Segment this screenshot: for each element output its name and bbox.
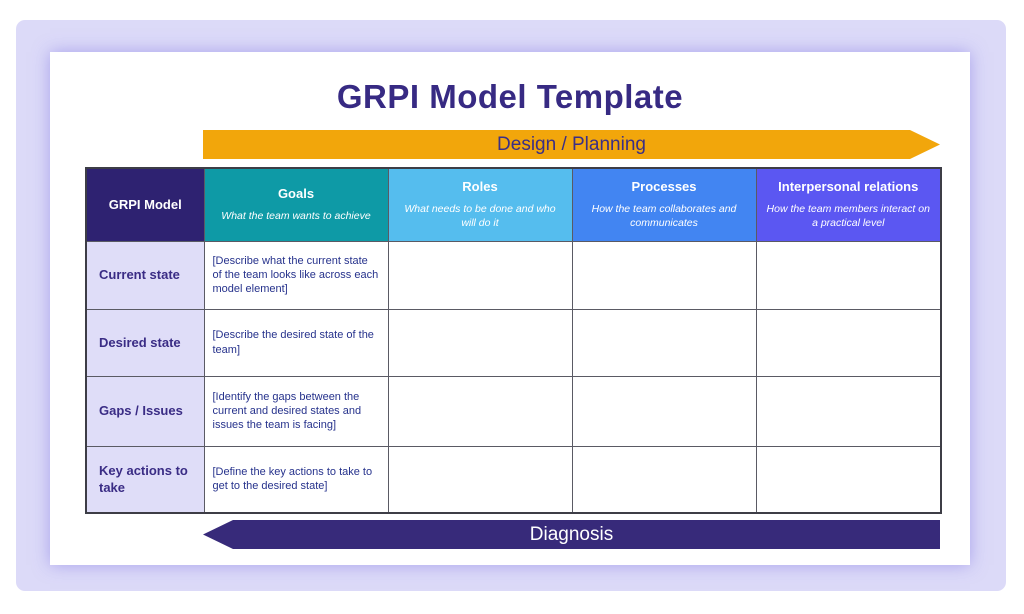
row-label: Desired state [85,308,205,377]
row-label: Key actions to take [85,445,205,514]
roles-cell[interactable] [387,308,573,377]
grpi-table: GRPI Model Goals What the team wants to … [85,167,942,514]
column-header-processes: Processes How the team collaborates and … [571,167,757,242]
interpersonal-cell[interactable] [755,308,942,377]
row-label: Current state [85,240,205,310]
roles-header-label: Roles [462,179,498,195]
processes-cell[interactable] [571,375,757,447]
column-header-roles: Roles What needs to be done and who will… [387,167,573,242]
table-row-desired-state: Desired state [Describe the desired stat… [85,308,942,377]
design-planning-arrow-banner: Design / Planning [203,130,940,159]
design-planning-label: Design / Planning [497,133,646,155]
table-row-current-state: Current state [Describe what the current… [85,240,942,310]
header-row: GRPI Model Goals What the team wants to … [85,167,942,242]
goals-header-subtitle: What the team wants to achieve [221,209,371,222]
goals-header-label: Goals [277,185,315,201]
roles-cell[interactable] [387,240,573,310]
roles-header-subtitle: What needs to be done and who will do it [404,203,556,229]
grpi-model-header-label: GRPI Model [108,197,182,213]
roles-cell[interactable] [387,375,573,447]
interpersonal-cell[interactable] [755,375,942,447]
interpersonal-header-label: Interpersonal relations [778,179,919,195]
page-title: GRPI Model Template [336,78,684,115]
row-label: Gaps / Issues [85,375,205,447]
interpersonal-cell[interactable] [755,445,942,514]
diagnosis-label: Diagnosis [529,523,614,545]
column-header-goals: Goals What the team wants to achieve [203,167,389,242]
processes-header-subtitle: How the team collaborates and communicat… [591,203,737,229]
table-row-key-actions: Key actions to take [Define the key acti… [85,445,942,514]
processes-cell[interactable] [571,308,757,377]
interpersonal-header-subtitle: How the team members interact on a pract… [766,203,930,229]
table-row-gaps-issues: Gaps / Issues [Identify the gaps between… [85,375,942,447]
interpersonal-cell[interactable] [755,240,942,310]
goals-cell[interactable]: [Describe the desired state of the team] [203,308,389,377]
processes-header-label: Processes [631,179,697,195]
processes-cell[interactable] [571,240,757,310]
roles-cell[interactable] [387,445,573,514]
column-header-grpi-model: GRPI Model [85,167,205,242]
template-card: GRPI Model Template Design / Planning GR… [50,52,970,565]
goals-cell[interactable]: [Describe what the current state of the … [203,240,389,310]
diagnosis-arrow-banner: Diagnosis [203,520,940,549]
processes-cell[interactable] [571,445,757,514]
column-header-interpersonal-relations: Interpersonal relations How the team mem… [755,167,942,242]
goals-cell[interactable]: [Define the key actions to take to get t… [203,445,389,514]
goals-cell[interactable]: [Identify the gaps between the current a… [203,375,389,447]
lavender-panel: GRPI Model Template Design / Planning GR… [16,20,1006,591]
